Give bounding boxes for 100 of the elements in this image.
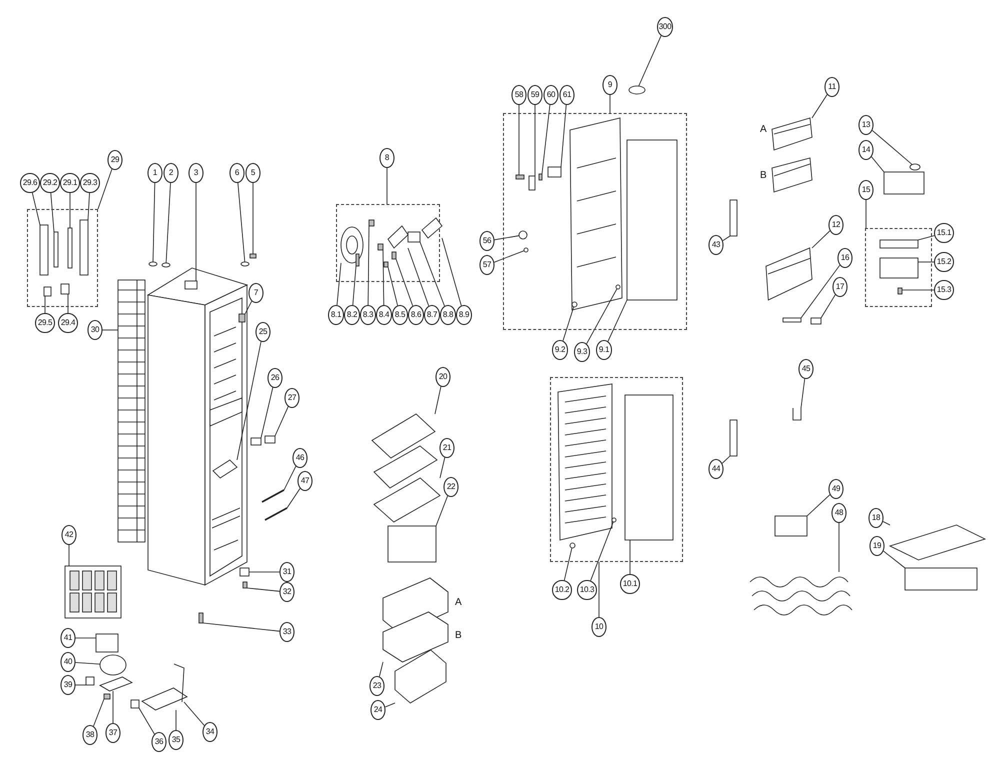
strip-drawing [782, 318, 802, 322]
leader-line [236, 341, 262, 460]
callout-number: 57 [480, 255, 494, 275]
compressor-drawing [100, 654, 126, 676]
door-gasket-drawing [624, 394, 674, 540]
clamp-drawing [130, 700, 140, 708]
hinge-cover-drawing [730, 200, 738, 236]
callout-number: 33 [280, 622, 294, 642]
callout-number: 8.4 [376, 305, 392, 325]
screw-drawing [612, 518, 616, 522]
callout-number: 41 [60, 628, 76, 648]
dashed-group-outline [27, 209, 98, 307]
variant-letter: A [760, 124, 767, 136]
spring-drawing [378, 244, 384, 250]
glass-shelf-drawing [371, 414, 436, 458]
condenser-drawing [118, 280, 146, 542]
callout-number: 14 [858, 140, 874, 160]
screw-drawing [250, 254, 256, 258]
hinge-pin-drawing [162, 262, 170, 268]
callout-number: 45 [798, 359, 814, 379]
leader-line [812, 94, 828, 118]
hinge-pin-drawing [148, 262, 158, 266]
callout-number: 9 [602, 75, 618, 95]
leader-line [442, 238, 462, 306]
leader-line [722, 236, 730, 242]
leader-line [440, 457, 446, 478]
clip-drawing [792, 408, 802, 420]
callout-number: 58 [512, 85, 526, 105]
bottle-rack-drawing [750, 576, 852, 616]
leader-line [396, 258, 414, 306]
callout-number: 24 [370, 700, 386, 720]
badge-drawing [628, 86, 646, 94]
leader-line [32, 192, 40, 226]
callout-number: 29.1 [60, 173, 80, 193]
pin-drawing [898, 288, 902, 294]
dairy-box-drawing [884, 172, 924, 194]
leader-line [75, 662, 100, 664]
leader-line [336, 262, 342, 306]
cover-drawing [408, 232, 420, 242]
leader-line [112, 690, 114, 724]
glass-shelf-drawing [373, 478, 441, 522]
pin-drawing [198, 612, 204, 624]
callout-number: 34 [202, 722, 218, 742]
leader-line [274, 406, 289, 436]
leader-line [68, 544, 70, 566]
leader-line [44, 296, 46, 314]
drawer-drawing [394, 650, 446, 704]
leader-line [184, 702, 205, 726]
leader-line [872, 130, 912, 165]
pin-drawing [538, 174, 542, 180]
leader-line [812, 230, 830, 248]
callout-number: 43 [708, 235, 724, 255]
cover-drawing [421, 217, 443, 239]
door-bin-drawing [772, 117, 812, 151]
hinge-cover-drawing [730, 420, 738, 456]
callout-number: 8.8 [440, 305, 456, 325]
leader-line [882, 521, 890, 526]
leader-line [434, 386, 442, 414]
control-board-drawing [80, 220, 88, 276]
plug-drawing [570, 542, 576, 548]
crisper-cover-drawing [904, 568, 978, 590]
leader-line [286, 488, 300, 508]
wire-shelf-drawing [212, 459, 238, 479]
callout-number: 15.2 [934, 252, 954, 272]
variant-letter: A [455, 597, 462, 609]
callout-number: 36 [152, 732, 166, 752]
leader-line [590, 522, 614, 582]
callout-number: 29.4 [58, 313, 78, 333]
drain-tube-drawing [174, 664, 184, 702]
callout-number: 15.1 [934, 223, 954, 243]
callout-number: 29.2 [40, 173, 60, 193]
callout-number: 44 [708, 459, 724, 479]
handle-bracket-drawing [548, 166, 562, 178]
dashed-group-outline [336, 204, 440, 282]
callout-number: 35 [168, 730, 184, 750]
strip-drawing [810, 318, 822, 324]
circuit-board-drawing [68, 228, 72, 268]
screw-drawing [616, 284, 620, 290]
callout-number: 9.2 [552, 340, 568, 360]
callout-number: 22 [444, 477, 458, 497]
leader-line [838, 522, 840, 572]
screw-drawing [524, 248, 528, 252]
callout-number: 21 [440, 438, 454, 458]
callout-number: 300 [657, 17, 673, 37]
leader-line [384, 702, 396, 708]
callout-number: 1 [148, 163, 162, 183]
callout-number: 8.6 [408, 305, 424, 325]
leader-line [883, 550, 906, 568]
control-board-drawing [40, 224, 48, 276]
leader-line [246, 588, 280, 592]
leader-line [560, 104, 567, 168]
leader-line [260, 387, 274, 438]
evaporator-tray-drawing [141, 688, 188, 710]
callout-number: 13 [858, 115, 874, 135]
callout-number: 39 [60, 675, 76, 695]
leader-line [518, 104, 520, 176]
callout-number: 38 [82, 725, 98, 745]
leader-line [542, 104, 550, 174]
handle-part-drawing [516, 174, 524, 180]
callout-number: 10.2 [552, 580, 572, 600]
